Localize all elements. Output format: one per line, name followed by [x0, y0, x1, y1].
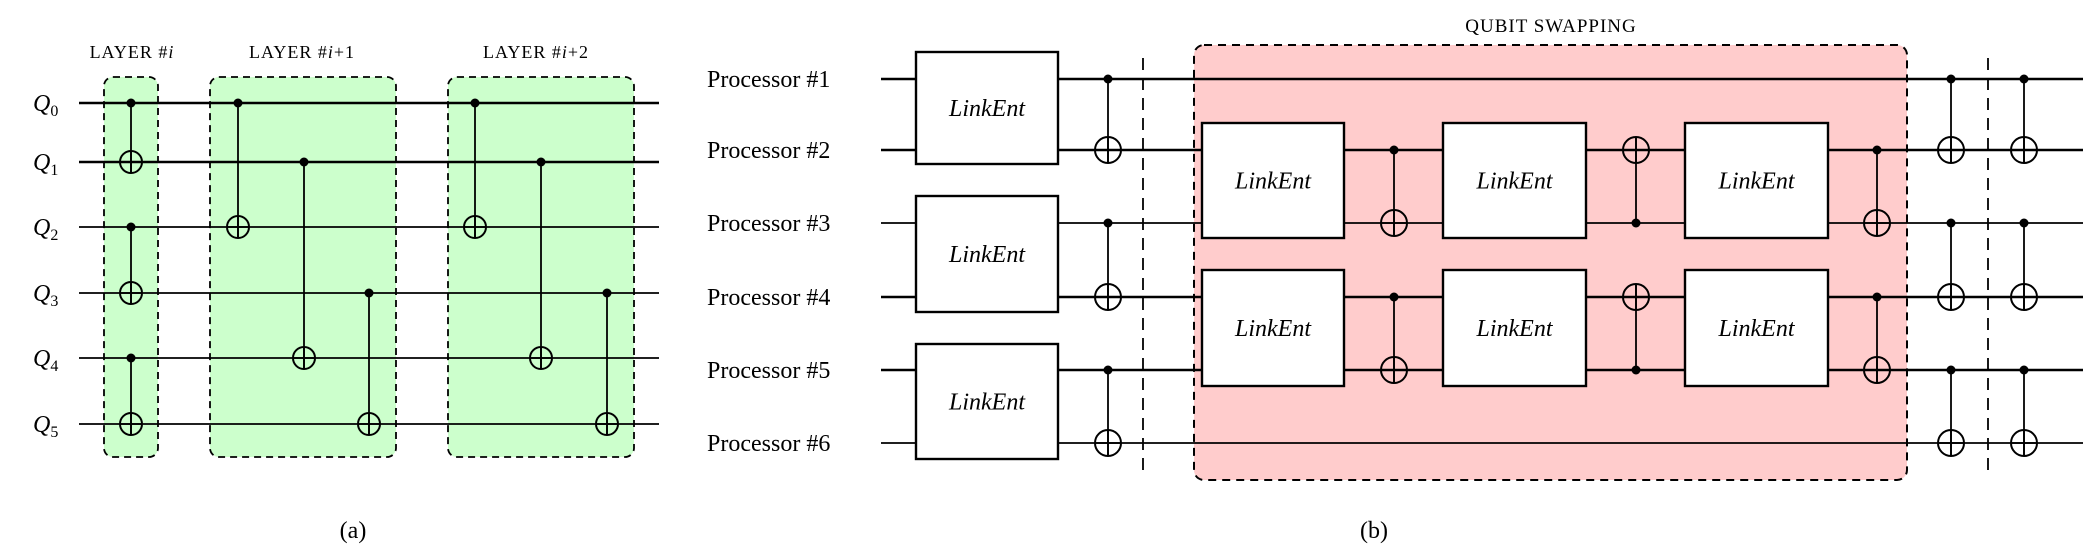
linkent-box — [1441, 268, 1588, 388]
linkent-label: LinkEnt — [1234, 316, 1312, 342]
layer-label: LAYER #i+1 — [249, 42, 355, 62]
control-dot-icon — [126, 353, 136, 363]
qubit-label: Q3 — [33, 281, 58, 310]
linkent-gate: LinkEnt — [1683, 121, 1830, 240]
control-dot-icon — [1631, 365, 1641, 375]
processor-label: Processor #3 — [707, 211, 830, 237]
cnot-gate — [119, 222, 143, 305]
cnot-gate — [1863, 292, 1891, 384]
qubit-label: Q1 — [33, 150, 58, 179]
control-dot-icon — [1872, 292, 1882, 302]
processor-label: Processor #2 — [707, 138, 830, 164]
control-dot-icon — [1389, 292, 1399, 302]
processor-label: Processor #1 — [707, 67, 830, 93]
cnot-gate — [1937, 218, 1965, 311]
control-dot-icon — [2019, 365, 2029, 375]
panel-b-distributed-circuit: QUBIT SWAPPING Processor #1 Processor #2 Pr… — [707, 16, 2083, 481]
control-dot-icon — [1872, 145, 1882, 155]
linkent-label: LinkEnt — [1718, 169, 1796, 195]
linkent-label: LinkEnt — [948, 390, 1026, 416]
linkent-gate: LinkEnt — [1200, 121, 1346, 240]
linkent-gate: LinkEnt — [1200, 268, 1346, 388]
cnot-gate — [1380, 292, 1408, 384]
cnot-gate — [529, 157, 553, 370]
control-dot-icon — [2019, 74, 2029, 84]
linkent-gate: LinkEnt — [1441, 268, 1588, 388]
control-dot-icon — [536, 157, 546, 167]
cnot-gate — [463, 98, 487, 239]
cnot-gate — [2010, 365, 2038, 457]
linkent-gate: LinkEnt — [914, 342, 1060, 461]
qubit-label: Q2 — [33, 215, 58, 244]
control-dot-icon — [126, 222, 136, 232]
cnot-gate — [1622, 136, 1650, 228]
cnot-gate — [595, 288, 619, 436]
linkent-box — [1200, 121, 1346, 240]
linkent-label: LinkEnt — [1234, 169, 1312, 195]
linkent-box — [1200, 268, 1346, 388]
processor-label: Processor #5 — [707, 358, 830, 384]
linkent-gate: LinkEnt — [1683, 268, 1830, 388]
linkent-box — [1683, 121, 1830, 240]
cnot-gate — [1937, 74, 1965, 164]
cnot-gate — [2010, 218, 2038, 311]
linkent-box — [914, 50, 1060, 166]
linkent-gate: LinkEnt — [914, 194, 1060, 314]
control-dot-icon — [1631, 218, 1641, 228]
cnot-gate — [119, 98, 143, 174]
qubit-label: Q5 — [33, 412, 58, 441]
cnot-gate — [1937, 365, 1965, 457]
linkent-label: LinkEnt — [948, 96, 1026, 122]
control-dot-icon — [126, 98, 136, 108]
control-dot-icon — [1946, 218, 1956, 228]
cnot-gate — [1094, 74, 1122, 164]
cnot-gate — [2010, 74, 2038, 164]
control-dot-icon — [1103, 365, 1113, 375]
control-dot-icon — [2019, 218, 2029, 228]
cnot-gate — [1863, 145, 1891, 237]
control-dot-icon — [1389, 145, 1399, 155]
cnot-gate — [119, 353, 143, 436]
control-dot-icon — [233, 98, 243, 108]
control-dot-icon — [602, 288, 612, 298]
processor-label: Processor #6 — [707, 431, 830, 457]
cnot-gate — [1094, 365, 1122, 457]
linkent-label: LinkEnt — [1476, 316, 1554, 342]
processor-label: Processor #4 — [707, 285, 830, 311]
qubit-label: Q0 — [33, 91, 58, 120]
cnot-gate — [226, 98, 250, 239]
layer-box-1 — [209, 76, 397, 458]
caption-a: (a) — [340, 518, 367, 544]
control-dot-icon — [1946, 365, 1956, 375]
linkent-box — [914, 194, 1060, 314]
layer-label: LAYER #i — [90, 42, 175, 62]
linkent-box — [1683, 268, 1830, 388]
caption-b: (b) — [1360, 518, 1388, 544]
control-dot-icon — [1103, 74, 1113, 84]
control-dot-icon — [299, 157, 309, 167]
linkent-label: LinkEnt — [1476, 169, 1554, 195]
cnot-gate — [1380, 145, 1408, 237]
cnot-gate — [1094, 218, 1122, 311]
cnot-gate — [357, 288, 381, 436]
control-dot-icon — [470, 98, 480, 108]
linkent-box — [914, 342, 1060, 461]
qubit-label: Q4 — [33, 346, 58, 375]
control-dot-icon — [364, 288, 374, 298]
layer-label: LAYER #i+2 — [483, 42, 589, 62]
linkent-label: LinkEnt — [1718, 316, 1796, 342]
cnot-gate — [1622, 283, 1650, 375]
qubit-swapping-label: QUBIT SWAPPING — [1465, 16, 1636, 37]
control-dot-icon — [1946, 74, 1956, 84]
linkent-gate: LinkEnt — [1441, 121, 1588, 240]
control-dot-icon — [1103, 218, 1113, 228]
cnot-gate — [292, 157, 316, 370]
linkent-box — [1441, 121, 1588, 240]
linkent-label: LinkEnt — [948, 242, 1026, 268]
qubit-swapping-region — [1193, 44, 1908, 481]
linkent-gate: LinkEnt — [914, 50, 1060, 166]
